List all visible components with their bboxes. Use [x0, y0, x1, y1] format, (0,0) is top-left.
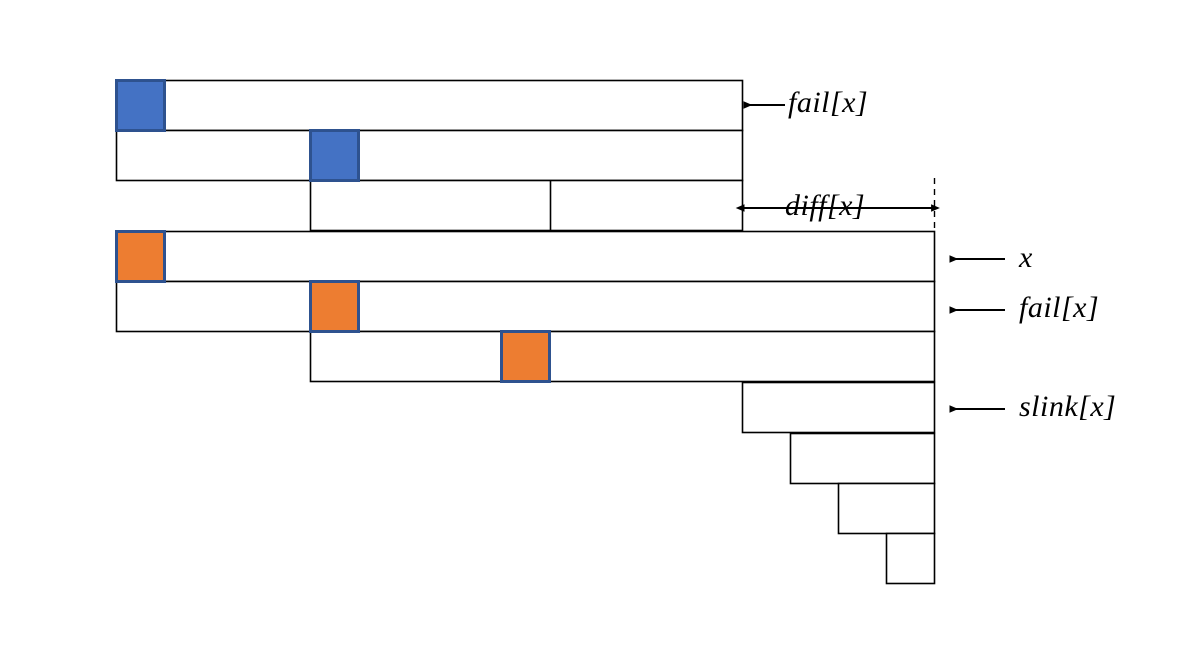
cell-marker-orange-row-6: [500, 330, 551, 383]
cell-marker-blue-row-2: [309, 129, 360, 182]
arrows-layer: [735, 101, 1005, 413]
bar-row-5: [115, 280, 936, 333]
cell-marker-orange-row-5: [309, 280, 360, 333]
bar-row-2: [115, 129, 744, 182]
bar-row-10: [885, 532, 936, 585]
label-x: x: [1019, 241, 1033, 274]
bars-layer: [115, 79, 936, 585]
bar-row-9: [837, 482, 936, 535]
bar-row-6: [309, 330, 936, 383]
markers-layer: [115, 79, 551, 383]
label-diff_x: diff[x]: [785, 189, 866, 222]
label-slink_x: slink[x]: [1019, 390, 1117, 423]
bar-row-1: [115, 79, 744, 132]
cell-marker-orange-row-4: [115, 230, 166, 283]
bar-row-4: [115, 230, 936, 283]
bar-row-8: [789, 432, 936, 485]
cell-marker-blue-row-1: [115, 79, 166, 132]
label-fail_x_bottom: fail[x]: [1019, 291, 1100, 324]
bar-row-3: [309, 179, 744, 232]
label-fail_x_top: fail[x]: [788, 86, 869, 119]
bar-row-7: [741, 381, 936, 434]
